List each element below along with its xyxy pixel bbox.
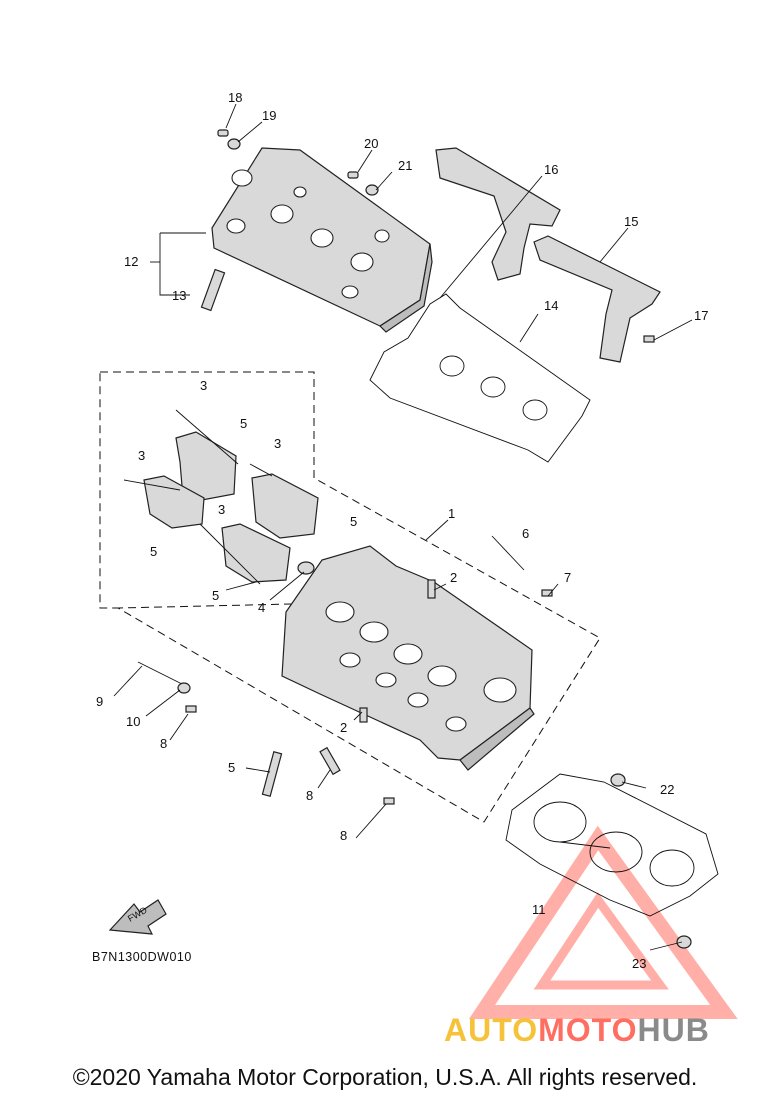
callout-number: 5: [240, 416, 247, 431]
callout-number: 2: [450, 570, 457, 585]
callout-number: 3: [200, 378, 207, 393]
callout-number: 21: [398, 158, 412, 173]
head-cover-gasket: [369, 293, 591, 463]
callout-number: 7: [564, 570, 571, 585]
brand-logo: AUTOMOTOHUB: [444, 1012, 764, 1052]
watermark-triangle-icon: [468, 825, 738, 1019]
brand-logo-part1: AUTO: [444, 1012, 539, 1048]
callout-numbers: 1 2 2 3 3 3 3 4 5 5 5 5 5 6 7 8 8 8 9 10…: [96, 90, 708, 971]
cover-plates: [435, 147, 661, 363]
callout-number: 11: [532, 902, 546, 917]
callout-number: 12: [124, 254, 138, 269]
callout-number: 8: [306, 788, 313, 803]
cylinder-head-cover: [211, 147, 433, 333]
callout-number: 8: [340, 828, 347, 843]
brand-logo-part2: MOTO: [538, 1012, 638, 1048]
callout-number: 2: [340, 720, 347, 735]
callout-number: 5: [228, 760, 235, 775]
callout-number: 8: [160, 736, 167, 751]
callout-number: 6: [522, 526, 529, 541]
cylinder-head: [281, 545, 535, 771]
callout-number: 3: [274, 436, 281, 451]
callout-number: 22: [660, 782, 674, 797]
callout-number: 10: [126, 714, 140, 729]
camshaft-caps: [143, 431, 319, 583]
callout-number: 9: [96, 694, 103, 709]
callout-number: 16: [544, 162, 558, 177]
callout-number: 20: [364, 136, 378, 151]
callout-number: 18: [228, 90, 242, 105]
callout-number: 5: [212, 588, 219, 603]
callout-number: 17: [694, 308, 708, 323]
copyright-notice: ©2020 Yamaha Motor Corporation, U.S.A. A…: [72, 1064, 698, 1090]
brand-logo-part3: HUB: [637, 1012, 710, 1048]
fasteners: [123, 129, 692, 949]
leader-lines: [113, 103, 693, 951]
diagram-code: B7N1300DW010: [92, 950, 192, 964]
callout-number: 3: [138, 448, 145, 463]
callout-number: 5: [150, 544, 157, 559]
assembly-outline: [99, 371, 601, 823]
callout-number: 19: [262, 108, 276, 123]
forward-arrow-icon: FWD: [108, 899, 167, 935]
callout-number: 5: [350, 514, 357, 529]
callout-number: 15: [624, 214, 638, 229]
cylinder-head-gasket: [505, 773, 719, 917]
callout-number: 1: [448, 506, 455, 521]
callout-number: 4: [258, 600, 265, 615]
callout-number: 3: [218, 502, 225, 517]
callout-number: 23: [632, 956, 646, 971]
callout-number: 13: [172, 288, 186, 303]
callout-number: 14: [544, 298, 558, 313]
